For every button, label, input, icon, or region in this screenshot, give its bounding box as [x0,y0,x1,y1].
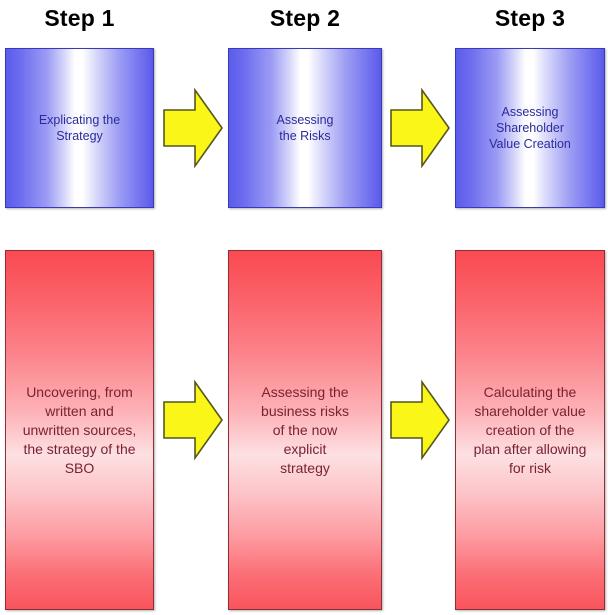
right-arrow-icon-top-2 [390,87,450,169]
step-title-2: Step 2 [269,5,341,31]
right-arrow-icon-top-1 [163,87,223,169]
step-title-3: Step 3 [494,5,566,31]
right-arrow-icon-bottom-1 [163,379,223,461]
right-arrow-icon-bottom-2 [390,379,450,461]
step-title-1: Step 1 [44,5,115,31]
